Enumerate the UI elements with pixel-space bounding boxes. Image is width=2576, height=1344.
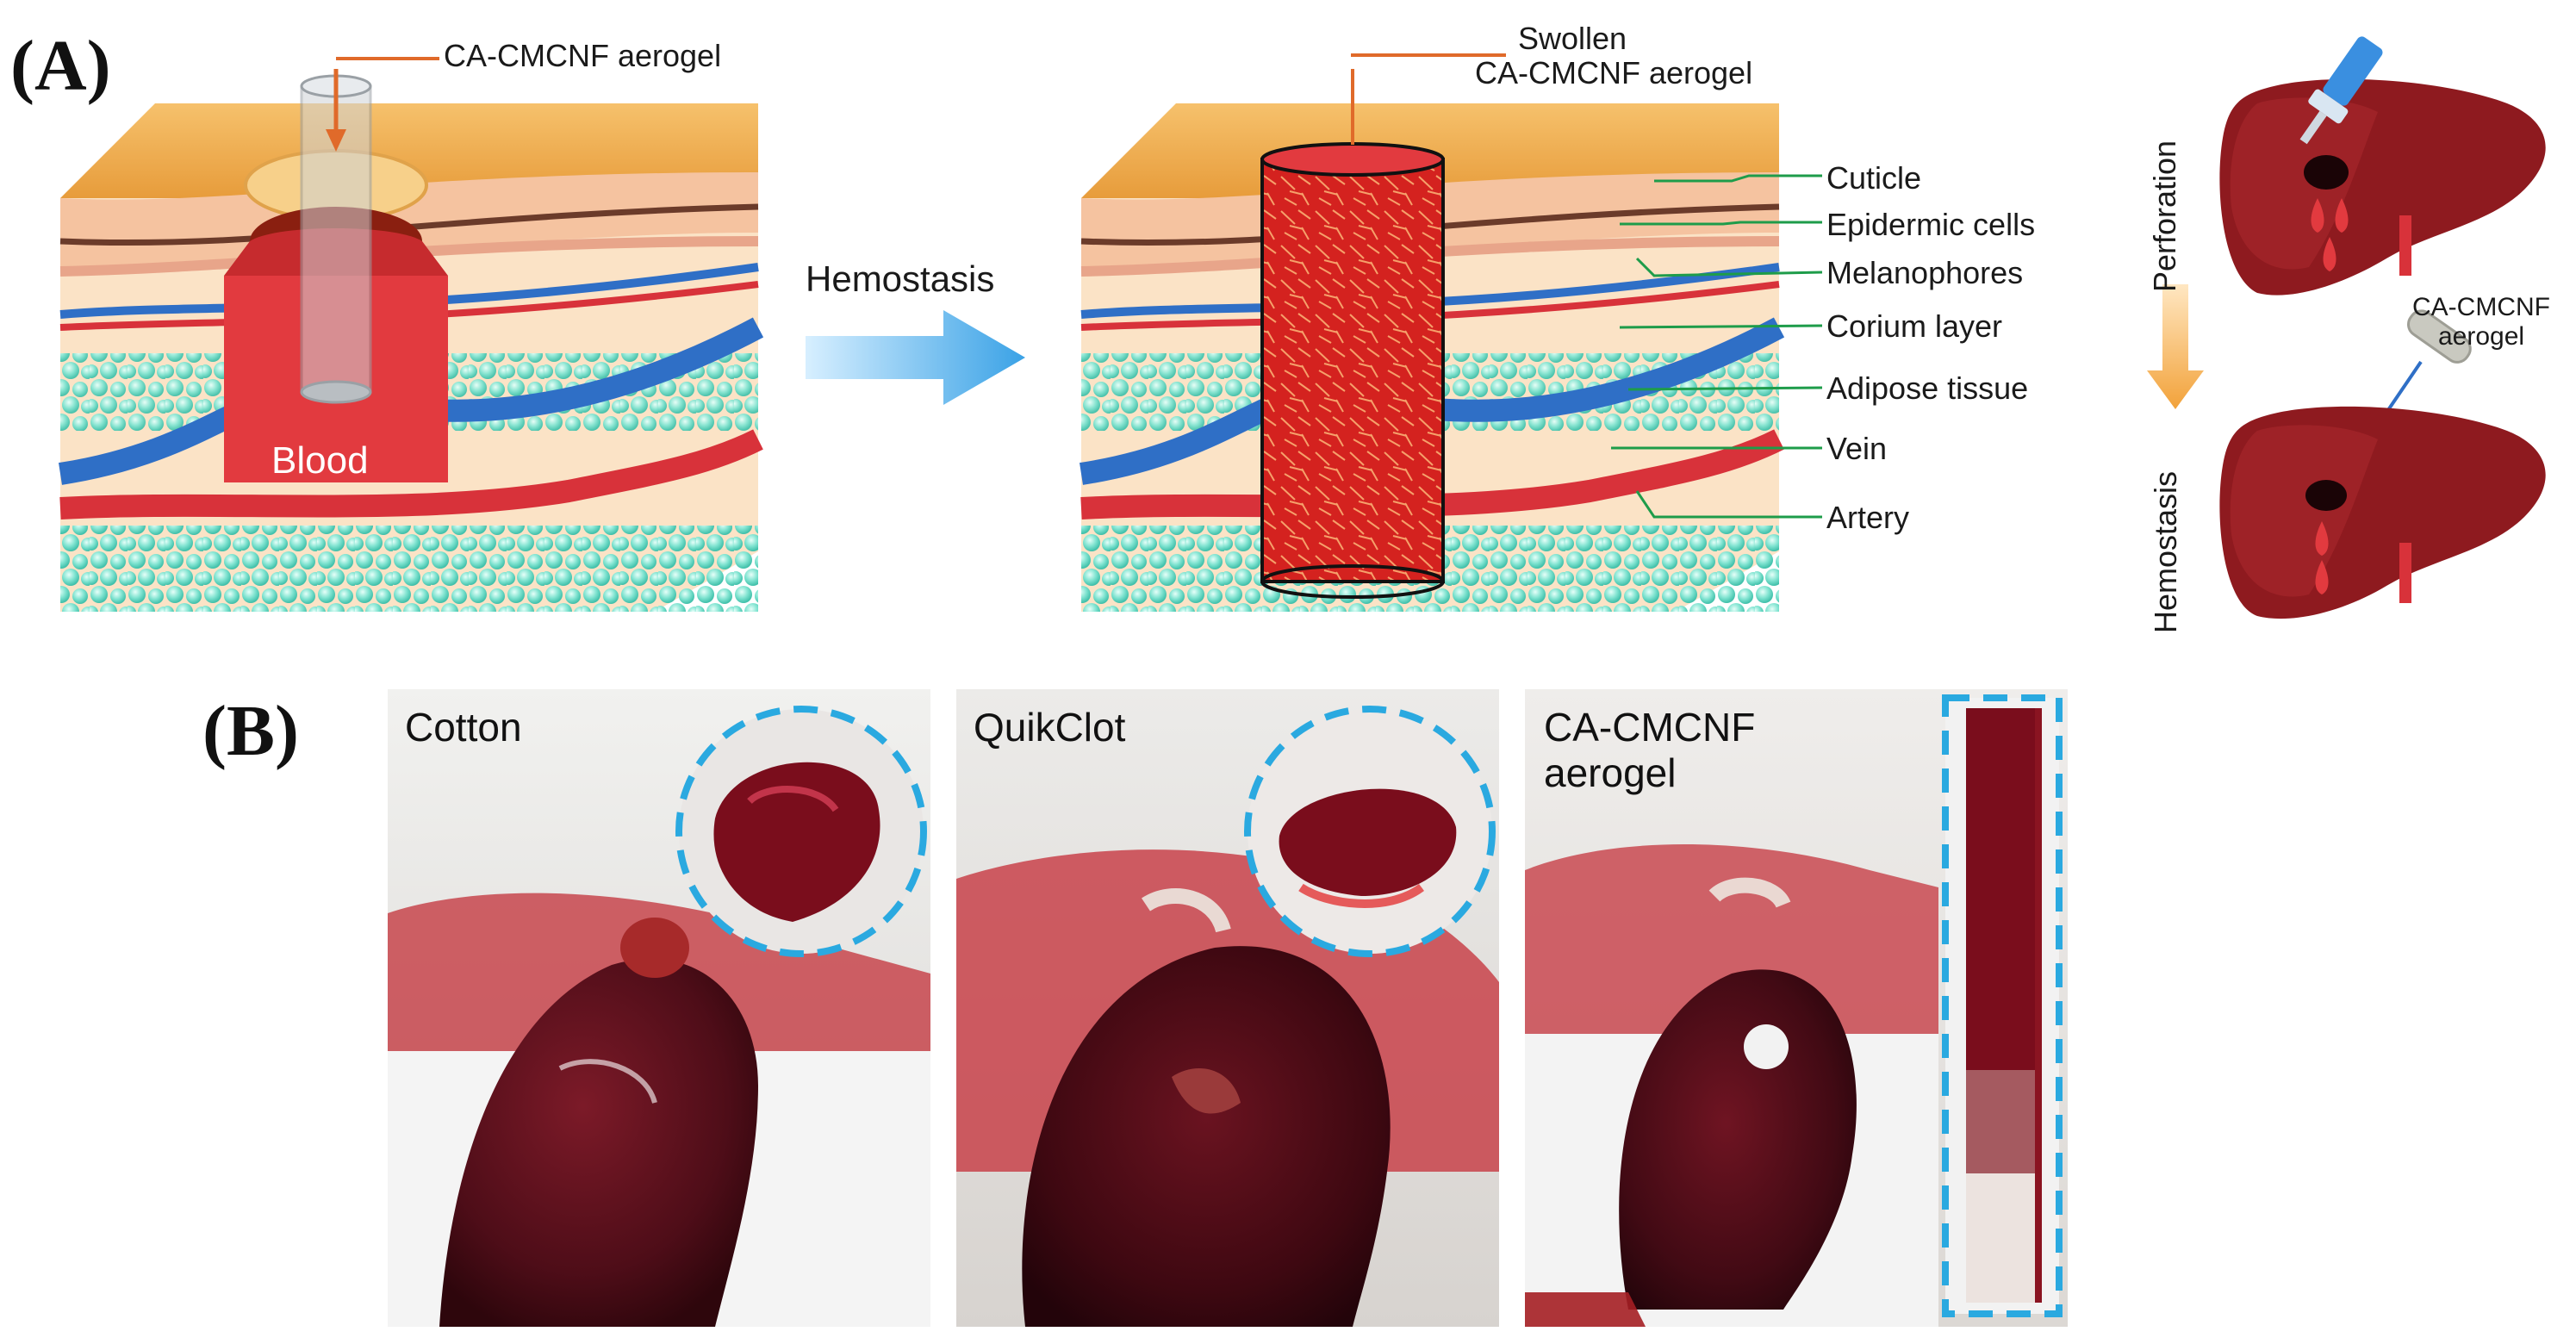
blood-label: Blood — [271, 439, 369, 482]
callout-leader-right — [1351, 53, 1506, 57]
liver-schematic — [2147, 36, 2546, 619]
layer-label-melanophores: Melanophores — [1826, 255, 2024, 290]
liver-hemostasis-label: Hemostasis — [2148, 470, 2184, 634]
callout-leader-left — [336, 57, 439, 60]
photo-ca-cmcnf-label-line2: aerogel — [1544, 750, 1677, 795]
layer-label-vein: Vein — [1826, 431, 1888, 466]
skin-block-right — [1080, 69, 1785, 612]
skin-block-left — [59, 69, 764, 612]
callout-aerogel-left: CA-CMCNF aerogel — [444, 38, 722, 73]
layer-label-cuticle: Cuticle — [1826, 160, 1922, 196]
photo-quikclot-label: QuikClot — [974, 705, 1125, 750]
hemostasis-arrow-label: Hemostasis — [806, 258, 995, 299]
hemostasis-arrow — [806, 310, 1025, 405]
layer-label-adipose: Adipose tissue — [1826, 370, 2029, 406]
panel-b-label: (B) — [202, 691, 299, 771]
callout-swollen-line1: Swollen — [1518, 21, 1627, 56]
photo-ca-cmcnf-label-line1: CA-CMCNF — [1544, 705, 1756, 750]
liver-aerogel-line1: CA-CMCNF — [2412, 293, 2550, 321]
photo-cotton-label: Cotton — [405, 705, 522, 750]
callout-swollen-line2: CA-CMCNF aerogel — [1475, 55, 1753, 90]
photo-quikclot-label-line1: QuikClot — [974, 705, 1126, 750]
photo-quikclot — [956, 689, 1499, 1327]
photo-ca-cmcnf — [1525, 689, 2068, 1327]
liver-perforation-label: Perforation — [2147, 140, 2183, 293]
photo-ca-cmcnf-label: CA-CMCNF aerogel — [1544, 705, 1755, 796]
photo-cotton — [388, 689, 930, 1327]
layer-label-artery: Artery — [1826, 500, 1910, 535]
layer-label-corium: Corium layer — [1826, 308, 2003, 344]
photo-cotton-label-line1: Cotton — [405, 705, 522, 750]
panel-a-label: (A) — [10, 26, 111, 106]
liver-aerogel-line2: aerogel — [2438, 322, 2525, 351]
layer-label-epidermic-cells: Epidermic cells — [1826, 207, 2036, 242]
layer-leader-lines — [1611, 174, 1823, 519]
